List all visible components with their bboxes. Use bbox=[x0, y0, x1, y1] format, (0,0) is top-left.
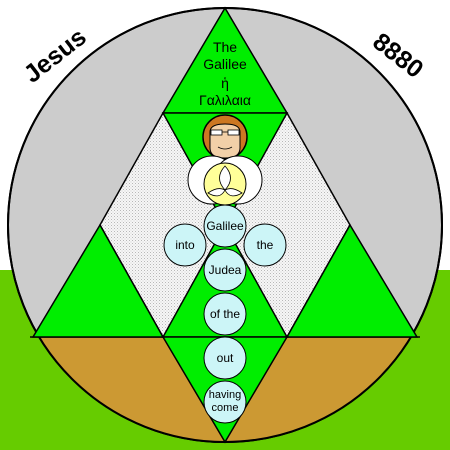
face-icon bbox=[202, 114, 248, 160]
circle-into-label: into bbox=[175, 238, 195, 252]
circle-come-label: come bbox=[212, 402, 239, 414]
circle-galilee: Galilee bbox=[203, 204, 247, 248]
top-label-line4: Γαλιλαια bbox=[199, 92, 251, 108]
circle-galilee-label: Galilee bbox=[206, 219, 244, 233]
circle-judea-label: Judea bbox=[209, 263, 242, 277]
circle-into: into bbox=[163, 223, 207, 267]
circle-the: the bbox=[243, 223, 287, 267]
circle-out-label: out bbox=[217, 351, 234, 365]
triangle-left bbox=[31, 223, 165, 338]
circle-having-label: having bbox=[209, 389, 241, 401]
top-label-line1: The bbox=[213, 39, 237, 55]
vesica-trinity-icon bbox=[187, 155, 263, 206]
top-label-line2: Galilee bbox=[203, 56, 247, 72]
circle-having-come: having come bbox=[203, 380, 247, 424]
circle-judea: Judea bbox=[203, 248, 247, 292]
circle-of-the: of the bbox=[203, 292, 247, 336]
circle-the-label: the bbox=[257, 238, 274, 252]
circle-of-the-label: of the bbox=[210, 307, 240, 321]
circle-out: out bbox=[203, 336, 247, 380]
triangle-right bbox=[285, 223, 419, 338]
top-label-line3: ἡ bbox=[221, 75, 229, 91]
